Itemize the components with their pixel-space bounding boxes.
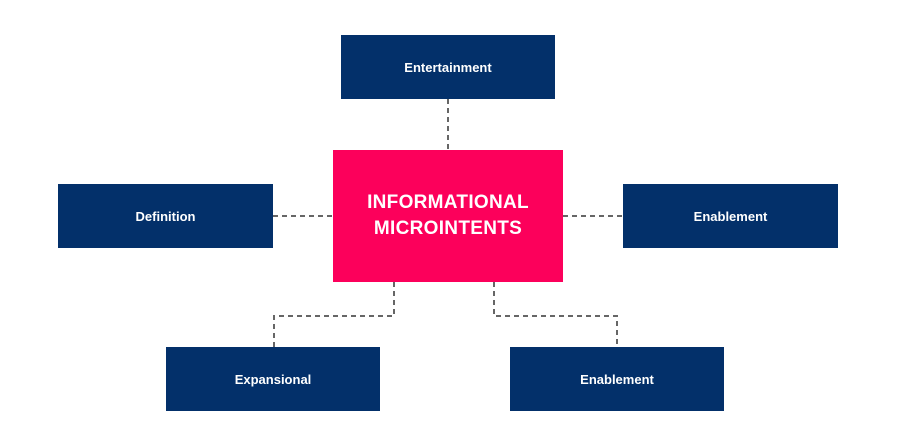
node-expansional: Expansional [166,347,380,411]
node-definition: Definition [58,184,273,248]
center-node-informational-microintents: INFORMATIONAL MICROINTENTS [333,150,563,282]
node-enablement-right: Enablement [623,184,838,248]
connector-bottom-right [493,282,618,347]
node-enablement-bottom: Enablement [510,347,724,411]
node-definition-label: Definition [135,208,196,224]
node-enablement-bottom-label: Enablement [580,371,654,387]
center-node-title-line2: MICROINTENTS [373,218,523,239]
connector-bottom-left [273,282,395,347]
node-enablement-right-label: Enablement [693,208,768,224]
node-entertainment: Entertainment [341,35,555,99]
node-entertainment-label: Entertainment [404,59,492,75]
node-expansional-label: Expansional [234,371,312,387]
center-node-title-line1: INFORMATIONAL [367,192,529,213]
